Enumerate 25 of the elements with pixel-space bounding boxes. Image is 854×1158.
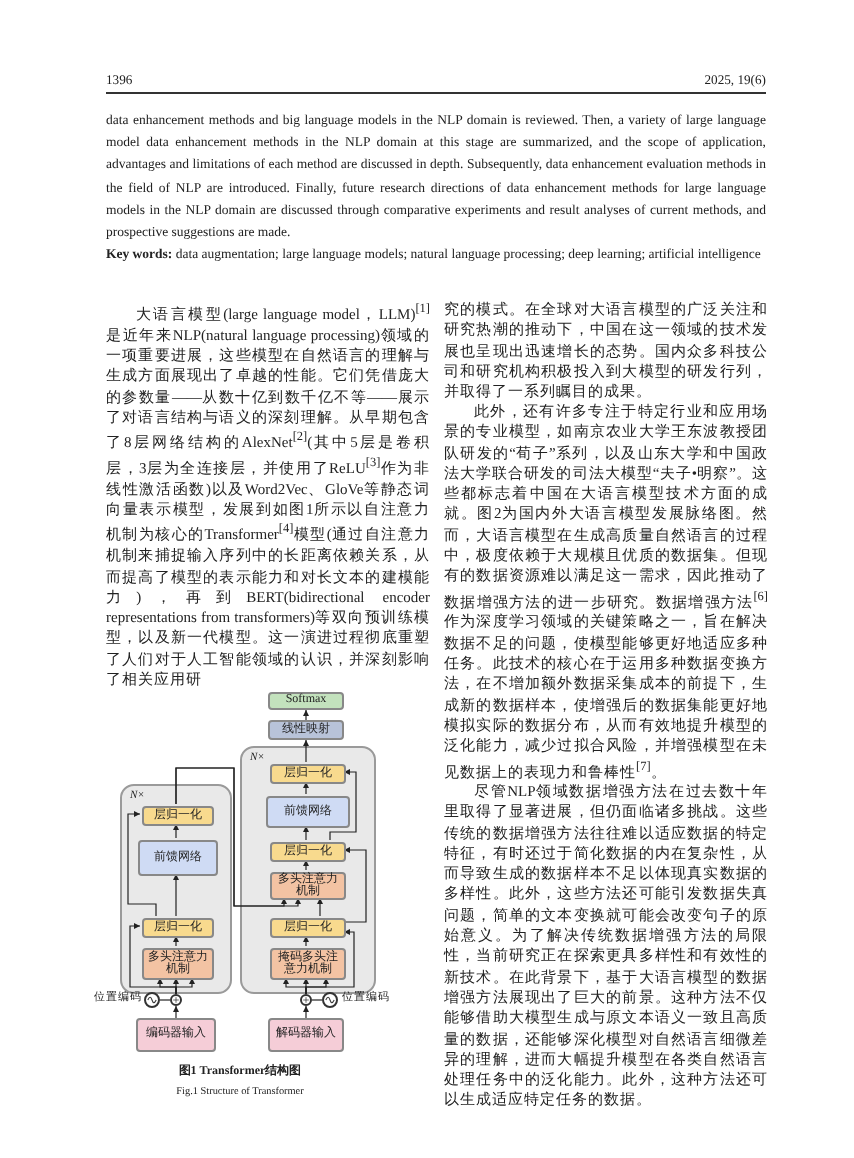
- arrow: [303, 781, 309, 795]
- stack-panel: [120, 784, 232, 994]
- arrow: [129, 923, 177, 995]
- add-icon: [300, 994, 312, 1006]
- arrow: [303, 859, 309, 871]
- arrow: [303, 1005, 309, 1019]
- arrow: [173, 1005, 179, 1019]
- stack-panel: [240, 746, 376, 994]
- add-icon: [170, 994, 182, 1006]
- arrow: [317, 897, 323, 917]
- positional-encoding-icon: [322, 992, 338, 1008]
- arrow: [173, 873, 179, 917]
- arrow: [127, 811, 157, 917]
- arrow: [173, 935, 179, 947]
- arrow: [303, 825, 309, 841]
- arrow: [329, 769, 357, 841]
- arrow: [343, 847, 367, 923]
- arrow: [305, 929, 355, 995]
- connector-line: [159, 999, 171, 1001]
- arrow: [173, 823, 179, 839]
- arrow: [303, 709, 309, 721]
- connector-line: [311, 999, 323, 1001]
- arrow: [303, 935, 309, 947]
- arrow: [303, 739, 309, 763]
- positional-encoding-icon: [144, 992, 160, 1008]
